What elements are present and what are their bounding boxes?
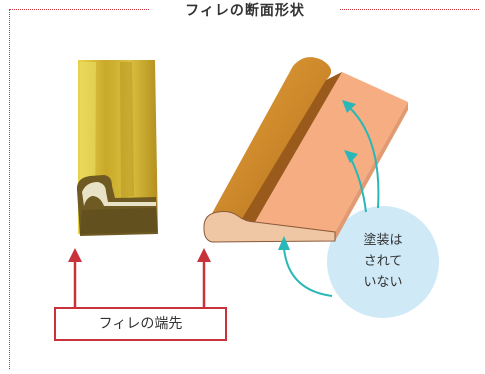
frame-border-left [9, 9, 10, 369]
teal-arrowhead-icon [342, 100, 356, 113]
diagram-title: フィレの断面形状 [185, 3, 305, 19]
red-arrows [68, 248, 211, 307]
arrow-up-icon [197, 248, 211, 262]
molding-photo [76, 60, 158, 236]
note-line: いない [363, 275, 403, 290]
title-area: フィレの断面形状 [150, 0, 340, 20]
teal-arrowhead-icon [278, 236, 290, 250]
edge-label-box: フィレの端先 [54, 307, 227, 341]
arrow-up-icon [68, 248, 82, 262]
note-line: されて [363, 254, 403, 269]
teal-arrows [283, 107, 380, 297]
teal-arrowhead-icon [344, 150, 358, 163]
note-line: 塗装は [363, 233, 403, 248]
molding-cross-section [203, 57, 408, 243]
note-bubble [327, 206, 439, 318]
note-text: 塗装は されて いない [327, 230, 439, 293]
edge-label: フィレの端先 [98, 316, 183, 332]
